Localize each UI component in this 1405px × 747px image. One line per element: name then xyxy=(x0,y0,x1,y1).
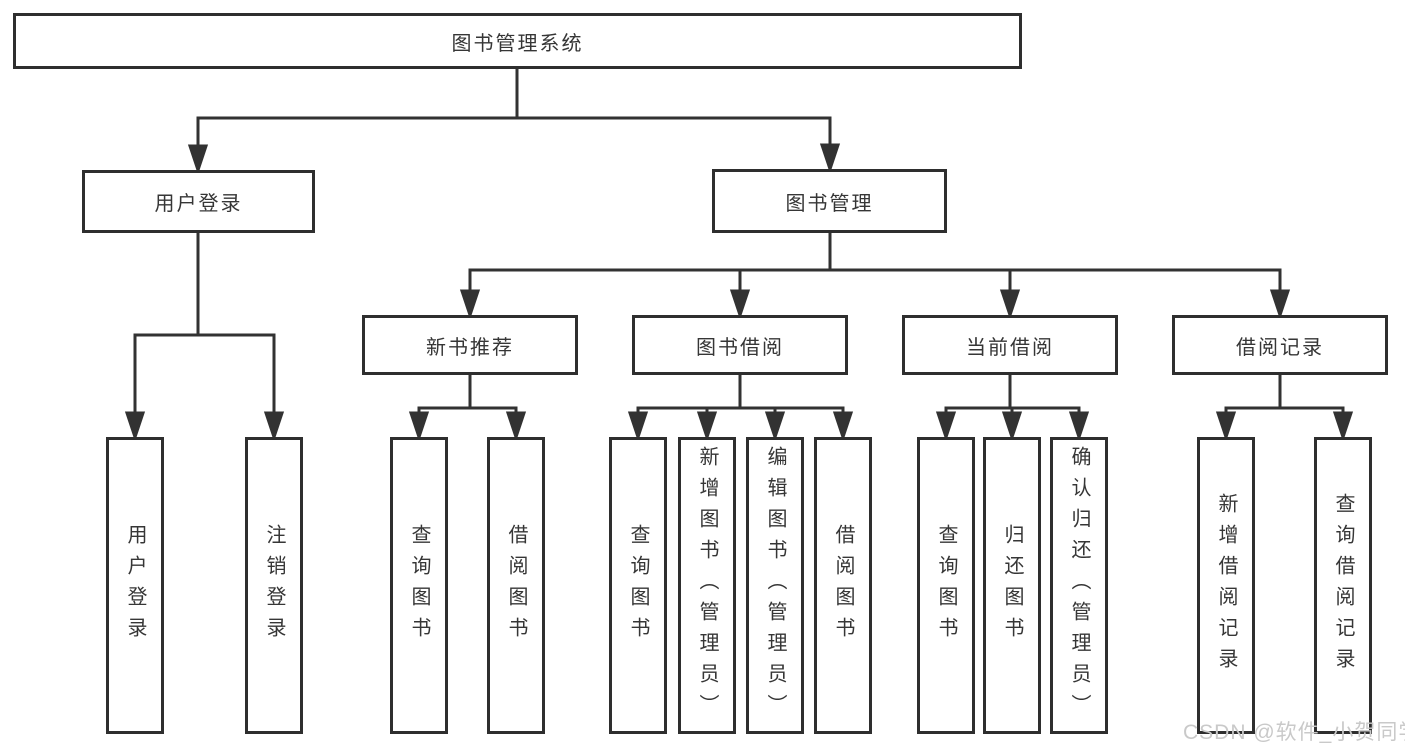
node-label: 注销登录 xyxy=(263,523,285,648)
leaf-user-login: 用户登录 xyxy=(106,437,164,734)
leaf-add-borrow-record: 新增借阅记录 xyxy=(1197,437,1255,734)
arrow-down-icon xyxy=(1332,411,1354,442)
node-new-book-rec: 新书推荐 xyxy=(362,315,578,375)
arrow-down-icon xyxy=(408,411,430,442)
node-current-borrow: 当前借阅 xyxy=(902,315,1118,375)
leaf-rec-query-book: 查询图书 xyxy=(390,437,448,734)
arrow-down-icon xyxy=(764,411,786,442)
connector-new-book-rec-to-leaves xyxy=(408,375,527,442)
arrow-down-icon xyxy=(263,411,285,442)
node-label: 查询借阅记录 xyxy=(1332,492,1354,679)
node-book-borrow: 图书借阅 xyxy=(632,315,848,375)
arrow-down-icon xyxy=(999,289,1021,320)
node-label: 用户登录 xyxy=(124,523,146,648)
node-label: 用户登录 xyxy=(154,193,243,215)
connector-book-mgmt-to-level3 xyxy=(459,233,1291,320)
node-label: 查询图书 xyxy=(935,523,957,648)
node-label: 新书推荐 xyxy=(426,336,514,359)
connector-root-to-level2 xyxy=(187,69,841,175)
node-label: 归还图书 xyxy=(1001,523,1023,648)
arrow-down-icon xyxy=(696,411,718,442)
node-label: 图书管理系统 xyxy=(451,32,584,55)
leaf-confirm-return-admin: 确认归还（管理员） xyxy=(1050,437,1108,734)
connector-book-borrow-to-leaves xyxy=(627,375,854,442)
leaf-query-borrow-record: 查询借阅记录 xyxy=(1314,437,1372,734)
arrow-down-icon xyxy=(1215,411,1237,442)
leaf-borrow-borrow-book: 借阅图书 xyxy=(814,437,872,734)
arrow-down-icon xyxy=(124,411,146,442)
leaf-current-query-book: 查询图书 xyxy=(917,437,975,734)
node-label: 查询图书 xyxy=(408,523,430,648)
leaf-borrow-query-book: 查询图书 xyxy=(609,437,667,734)
leaf-add-book-admin: 新增图书（管理员） xyxy=(678,437,736,734)
csdn-watermark: CSDN @软件_小贺同学 xyxy=(1183,721,1405,744)
node-label: 当前借阅 xyxy=(966,336,1054,359)
leaf-logout: 注销登录 xyxy=(245,437,303,734)
connector-current-borrow-to-leaves xyxy=(935,375,1090,442)
arrow-down-icon xyxy=(627,411,649,442)
arrow-down-icon xyxy=(187,144,209,175)
arrow-down-icon xyxy=(819,143,841,174)
node-label: 图书借阅 xyxy=(696,336,784,359)
arrow-down-icon xyxy=(729,289,751,320)
node-label: 借阅记录 xyxy=(1236,336,1324,359)
connector-borrow-record-to-leaves xyxy=(1215,375,1354,442)
leaf-edit-book-admin: 编辑图书（管理员） xyxy=(746,437,804,734)
node-label: 图书管理 xyxy=(785,192,874,215)
arrow-down-icon xyxy=(505,411,527,442)
arrow-down-icon xyxy=(935,411,957,442)
node-label: 新增借阅记录 xyxy=(1215,492,1237,679)
arrow-down-icon xyxy=(459,289,481,320)
leaf-return-book: 归还图书 xyxy=(983,437,1041,734)
node-label: 确认归还（管理员） xyxy=(1068,446,1090,725)
node-label: 编辑图书（管理员） xyxy=(764,446,786,725)
node-label: 借阅图书 xyxy=(505,523,527,648)
arrow-down-icon xyxy=(1068,411,1090,442)
arrow-down-icon xyxy=(1001,411,1023,442)
node-borrow-record: 借阅记录 xyxy=(1172,315,1388,375)
node-label: 新增图书（管理员） xyxy=(696,446,718,725)
leaf-rec-borrow-book: 借阅图书 xyxy=(487,437,545,734)
node-label: 借阅图书 xyxy=(832,523,854,648)
arrow-down-icon xyxy=(832,411,854,442)
node-root-system: 图书管理系统 xyxy=(13,13,1022,69)
node-user-login-module: 用户登录 xyxy=(82,170,315,233)
node-book-mgmt-module: 图书管理 xyxy=(712,169,947,233)
connector-user-login-to-leaves xyxy=(124,233,285,442)
arrow-down-icon xyxy=(1269,289,1291,320)
node-label: 查询图书 xyxy=(627,523,649,648)
